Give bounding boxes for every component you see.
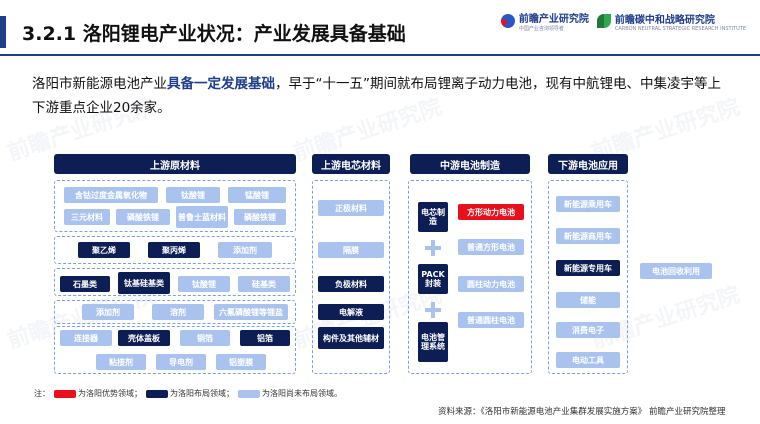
chip-separator: 隔膜 — [318, 242, 384, 258]
legend-swatch-advantage — [54, 389, 76, 398]
logo-carbon-text: 前瞻碳中和战略研究院 — [614, 14, 715, 26]
chip-connector: 连接器 — [60, 330, 112, 346]
chip-lfp-1: 磷酸铁锂 — [116, 209, 170, 225]
logo-carbon: 前瞻碳中和战略研究院 CARBON NEUTRAL STRATEGIC RESE… — [596, 11, 746, 32]
chip-energy-storage: 储能 — [556, 292, 620, 308]
slide-title: 3.2.1 洛阳锂电产业状况：产业发展具备基础 — [22, 22, 406, 45]
source-note: 资料来源：《洛阳市新能源电池产业集群发展实施方案》 前瞻产业研究院整理 — [438, 407, 726, 417]
chip-cathode-oxide: 含钴过度金属氧化物 — [64, 187, 158, 203]
chip-prismatic-power-battery: 方形动力电池 — [458, 204, 524, 220]
plus-icon — [425, 302, 441, 318]
header-cell-materials: 上游电芯材料 — [312, 154, 390, 174]
legend: 注： 为洛阳优势领域； 为洛阳布局领域； 为洛阳尚未布局领域。 — [34, 388, 342, 399]
header-downstream: 下游电池应用 — [548, 154, 628, 174]
chip-commercial-ev: 新能源商用车 — [556, 228, 620, 244]
chip-cylindrical-power-battery: 圆柱动力电池 — [458, 276, 524, 292]
legend-laid-out: 为洛阳布局领域； — [170, 389, 234, 398]
header-midstream: 中游电池制造 — [410, 154, 530, 174]
chip-power-tools: 电动工具 — [556, 352, 620, 368]
chip-lithium-titanate: 钛酸锂 — [166, 187, 220, 203]
chip-anode-material: 负极材料 — [318, 276, 384, 292]
legend-advantage: 为洛阳优势领域； — [78, 389, 142, 398]
upstream-group-anode — [54, 268, 296, 296]
upstream-group-separator — [54, 236, 296, 264]
chip-lfp-2: 磷酸铁锂 — [234, 209, 286, 225]
chip-prismatic-battery: 普通方形电池 — [458, 239, 524, 255]
chip-aluminum-foil: 铝箔 — [240, 330, 290, 346]
chip-special-ev: 新能源专用车 — [556, 260, 620, 276]
upstream-group-electrolyte — [54, 300, 296, 324]
chip-cathode-material: 正极材料 — [318, 200, 384, 216]
legend-not-laid-out: 为洛阳尚未布局领域。 — [262, 389, 342, 398]
header-upstream-materials: 上游原材料 — [54, 154, 296, 174]
intro-text-2: ，早于“十一五”期间就布局锂离子动力电池，现有中航锂电、中集凌宇等上下游重点企业… — [32, 76, 721, 116]
chip-cylindrical-battery: 普通圆柱电池 — [458, 312, 524, 328]
chip-battery-recycling: 电池回收利用 — [640, 263, 712, 279]
downstream-group — [548, 180, 628, 374]
chip-copper-foil: 铜箔 — [180, 330, 230, 346]
cell-materials-group — [312, 180, 390, 374]
chip-prussian-blue: 普鲁士蓝材料 — [176, 206, 228, 228]
chip-additive-2: 添加剂 — [82, 304, 134, 320]
chip-ti-si-base: 钛基硅基类 — [118, 272, 170, 294]
intro-text-1: 洛阳市新能源电池产业 — [32, 76, 167, 92]
qianzhan-logo-icon — [500, 14, 515, 28]
chip-lithium-salt: 六氟磷酸锂等锂盐 — [214, 304, 288, 320]
chip-ternary: 三元材料 — [64, 209, 110, 225]
chip-pack-assembly: PACK封装 — [418, 264, 448, 294]
chip-polyethylene: 聚乙烯 — [78, 242, 130, 258]
upstream-group-cathode — [54, 180, 296, 232]
intro-paragraph: 洛阳市新能源电池产业具备一定发展基础，早于“十一五”期间就布局锂离子动力电池，现… — [32, 72, 732, 120]
legend-swatch-laid-out — [146, 389, 168, 398]
logo-carbon-sub: CARBON NEUTRAL STRATEGIC RESEARCH INSTIT… — [614, 25, 746, 32]
chip-binder: 粘接剂 — [96, 354, 146, 370]
plus-icon — [425, 240, 441, 256]
chip-electrolyte: 电解液 — [318, 304, 384, 320]
logo-qianzhan-text: 前瞻产业研究院 — [518, 14, 589, 25]
slide-title-bar: 3.2.1 洛阳锂电产业状况：产业发展具备基础 — [0, 16, 520, 48]
title-accent — [0, 16, 6, 48]
chip-lithium-titanate-2: 钛酸锂 — [178, 276, 230, 292]
upstream-group-components — [54, 326, 296, 374]
chip-solvent: 溶剂 — [152, 304, 204, 320]
legend-swatch-not-laid-out — [238, 389, 260, 398]
title-underline — [0, 54, 760, 56]
logo-qianzhan: 前瞻产业研究院 中国产业咨询领导者 — [500, 10, 589, 32]
leaf-logo-icon — [596, 14, 611, 28]
logo-qianzhan-sub: 中国产业咨询领导者 — [518, 26, 564, 32]
chip-additive-1: 添加剂 — [218, 242, 272, 258]
chip-components-other: 构件及其他辅材 — [318, 327, 384, 349]
chip-passenger-ev: 新能源乘用车 — [556, 196, 620, 212]
chip-graphite: 石墨类 — [60, 276, 110, 292]
chip-al-plastic-film: 铝塑膜 — [216, 354, 266, 370]
logos: 前瞻产业研究院 中国产业咨询领导者 前瞻碳中和战略研究院 CARBON NEUT… — [500, 10, 746, 32]
chip-conductive-agent: 导电剂 — [156, 354, 206, 370]
midstream-group — [408, 180, 532, 374]
chip-cell-manufacturing: 电芯制造 — [418, 202, 448, 232]
chip-polypropylene: 聚丙烯 — [148, 242, 200, 258]
chip-silicon-base: 硅基类 — [238, 276, 290, 292]
chip-lithium-manganate: 锰酸锂 — [228, 187, 286, 203]
chip-bms: 电池管理系统 — [418, 322, 448, 362]
intro-highlight: 具备一定发展基础 — [167, 76, 275, 92]
chip-consumer-electronics: 消费电子 — [556, 322, 620, 338]
legend-prefix: 注： — [34, 389, 50, 398]
chip-shell-cover: 壳体盖板 — [118, 330, 170, 346]
